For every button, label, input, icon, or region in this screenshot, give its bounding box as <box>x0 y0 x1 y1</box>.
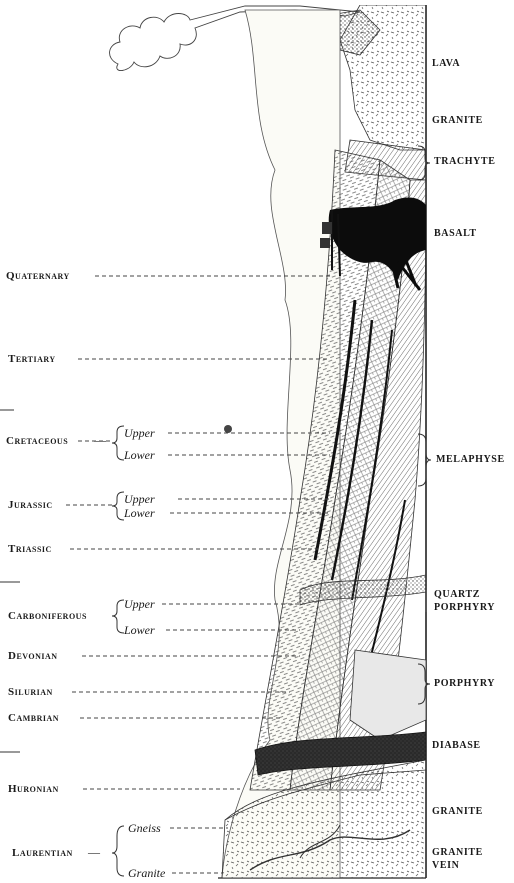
rock-melaphyse: MELAPHYSE <box>436 455 505 465</box>
rock-porphyry: PORPHYRY <box>434 679 495 689</box>
carboniferous-lower: Lower <box>124 624 155 636</box>
rock-granite-top: GRANITE <box>432 116 483 126</box>
cretaceous-upper: Upper <box>124 427 155 439</box>
rock-diabase: DIABASE <box>432 741 481 751</box>
era-silurian: Silurian <box>8 687 53 698</box>
era-quaternary: Quaternary <box>6 271 70 282</box>
laurentian-granite: Granite <box>128 867 165 879</box>
carboniferous-brace <box>112 600 124 633</box>
rock-quartz-porphyry-line1: QUARTZ <box>434 590 480 600</box>
jurassic-brace <box>112 492 124 520</box>
era-devonian: Devonian <box>8 651 58 662</box>
era-tertiary: Tertiary <box>8 354 56 365</box>
era-laurentian: Laurentian <box>12 848 73 859</box>
rock-granite-vein-line1: GRANITE <box>432 848 483 858</box>
laurentian-dash: — <box>88 846 100 858</box>
rock-granite-vein-line2: VEIN <box>432 861 459 871</box>
rock-lava: LAVA <box>432 59 460 69</box>
era-cretaceous: Cretaceous <box>6 436 68 447</box>
era-huronian: Huronian <box>8 784 59 795</box>
rock-quartz-porphyry-line2: PORPHYRY <box>434 603 495 613</box>
jurassic-lower: Lower <box>124 507 155 519</box>
era-jurassic: Jurassic <box>8 500 53 511</box>
rock-granite-bottom: GRANITE <box>432 807 483 817</box>
rock-trachyte: TRACHYTE <box>434 157 495 167</box>
era-cambrian: Cambrian <box>8 713 59 724</box>
cretaceous-dash: — <box>94 434 106 446</box>
cretaceous-brace <box>112 426 124 460</box>
carboniferous-upper: Upper <box>124 598 155 610</box>
era-triassic: Triassic <box>8 544 52 555</box>
jurassic-upper: Upper <box>124 493 155 505</box>
era-carboniferous: Carboniferous <box>8 611 87 622</box>
cretaceous-lower: Lower <box>124 449 155 461</box>
rock-basalt: BASALT <box>434 229 477 239</box>
melaphyse-brace <box>418 434 431 486</box>
laurentian-gneiss: Gneiss <box>128 822 161 834</box>
laurentian-brace <box>112 826 124 876</box>
